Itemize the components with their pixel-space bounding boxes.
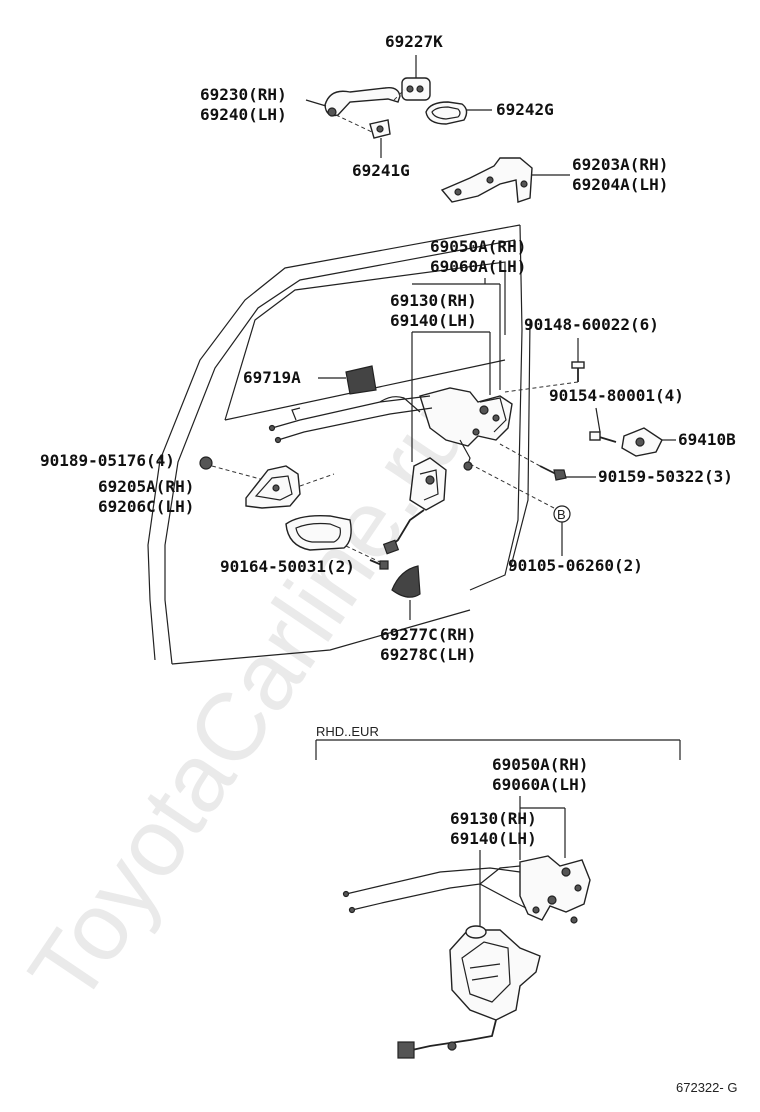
door-lock-assembly (419, 387, 513, 471)
label-69277c: 69277C(RH) (380, 625, 476, 644)
inside-door-handle (245, 465, 335, 509)
screw-90164 (369, 559, 389, 570)
label-69230: 69230(RH) (200, 85, 287, 104)
door-lock-motor (382, 457, 447, 555)
inside-handle-cover (391, 565, 421, 620)
rhd-eur-section-bracket (315, 739, 681, 760)
label-69204a: 69204A(LH) (572, 175, 668, 194)
label-90148: 90148-60022(6) (524, 315, 659, 334)
door-lock-striker (589, 407, 676, 457)
label-69140: 69140(LH) (390, 311, 477, 330)
label-69278c: 69278C(LH) (380, 645, 476, 664)
drawing-code: 672322- G (676, 1080, 737, 1095)
lock-rods (268, 395, 433, 444)
label-90159: 90159-50322(3) (598, 467, 733, 486)
label-69060a: 69060A(LH) (430, 257, 526, 276)
handle-gasket (369, 119, 391, 158)
handle-pad (425, 101, 492, 125)
service-hole-cover (318, 365, 377, 395)
label-69050a-rhd: 69050A(RH) (492, 755, 588, 774)
leader-69050a (412, 278, 501, 390)
outside-door-handle (305, 86, 405, 133)
screw-90159 (499, 443, 596, 481)
label-69206c: 69206C(LH) (98, 497, 194, 516)
label-69060a-rhd: 69060A(LH) (492, 775, 588, 794)
label-69240: 69240(LH) (200, 105, 287, 124)
label-90164: 90164-50031(2) (220, 557, 355, 576)
label-69719a: 69719A (243, 368, 301, 387)
inside-handle-bezel (285, 514, 381, 563)
label-69410b: 69410B (678, 430, 736, 449)
callout-b: B (469, 463, 571, 556)
label-90154: 90154-80001(4) (549, 386, 684, 405)
label-69050a: 69050A(RH) (430, 237, 526, 256)
label-69205a: 69205A(RH) (98, 477, 194, 496)
door-lock-motor-rhd (397, 925, 541, 1059)
door-lock-assembly-rhd (519, 855, 591, 924)
lock-rods-rhd (342, 865, 527, 914)
label-69242g: 69242G (496, 100, 554, 119)
label-69130: 69130(RH) (390, 291, 477, 310)
leader-69130 (411, 331, 491, 462)
label-69140-rhd: 69140(LH) (450, 829, 537, 848)
label-90189: 90189-05176(4) (40, 451, 175, 470)
label-69227k: 69227K (385, 32, 443, 51)
label-69130-rhd: 69130(RH) (450, 809, 537, 828)
label-90105: 90105-06260(2) (508, 556, 643, 575)
label-69241g: 69241G (352, 161, 410, 180)
outside-handle-frame (440, 157, 570, 203)
section-label: RHD..EUR (316, 724, 379, 739)
label-69203a: 69203A(RH) (572, 155, 668, 174)
outside-handle-cap (401, 55, 431, 101)
inside-handle-clip (199, 456, 265, 481)
callout-b-symbol: B (557, 507, 566, 522)
leader-rhd (479, 796, 566, 930)
bolt-90148 (504, 338, 585, 393)
